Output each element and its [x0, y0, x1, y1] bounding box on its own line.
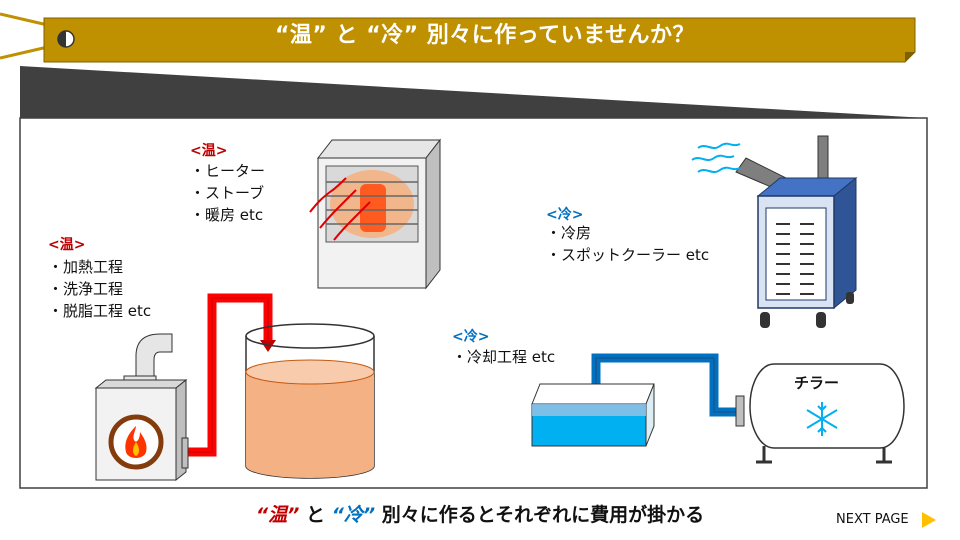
process-list: ・加熱工程 ・洗浄工程 ・脱脂工程 etc: [48, 256, 151, 322]
next-page-arrow-icon[interactable]: [922, 512, 936, 528]
cooling-process-list: ・冷却工程 etc: [452, 346, 555, 368]
footer-and: と: [299, 504, 332, 526]
footer-message: “温” と “冷” 別々に作るとそれぞれに費用が掛かる: [0, 500, 960, 527]
spot-cooler-heading: <冷>: [546, 207, 584, 223]
list-item: ・暖房 etc: [190, 206, 264, 224]
list-item: ・ストーブ: [190, 184, 265, 202]
list-item: ・洗浄工程: [48, 280, 124, 298]
title-banner: [0, 12, 916, 63]
footer-rest: 別々に作るとそれぞれに費用が掛かる: [375, 504, 705, 526]
dark-band: [20, 66, 927, 118]
heater-list: ・ヒーター ・ストーブ ・暖房 etc: [190, 160, 265, 226]
chiller-illustration: [749, 363, 905, 464]
process-heading: <温>: [48, 237, 86, 253]
cool-word: “冷”: [331, 504, 376, 526]
boiler-illustration: [94, 333, 188, 482]
hot-pipe: [181, 293, 276, 469]
snowflake-icon: [806, 402, 838, 436]
hot-tank: [245, 323, 375, 479]
cooling-process-heading: <冷>: [452, 329, 490, 345]
chiller-label: チラー: [794, 374, 840, 392]
warm-word: “温”: [255, 504, 300, 526]
list-item: ・ヒーター: [190, 162, 266, 180]
heater-heading: <温>: [190, 143, 228, 159]
list-item: ・冷房: [546, 224, 592, 242]
next-page-link[interactable]: NEXT PAGE: [836, 512, 909, 527]
list-item: ・加熱工程: [48, 258, 124, 276]
page-title: “温” と “冷” 別々に作っていませんか？: [274, 23, 696, 48]
heater-illustration: [309, 138, 442, 290]
list-item: ・スポットクーラー etc: [546, 246, 710, 264]
spot-cooler-illustration: [691, 135, 858, 328]
list-item: ・脱脂工程 etc: [48, 302, 152, 320]
cold-water-tank: [531, 383, 655, 447]
list-item: ・冷却工程 etc: [452, 348, 556, 366]
spot-cooler-list: ・冷房 ・スポットクーラー etc: [546, 222, 709, 266]
